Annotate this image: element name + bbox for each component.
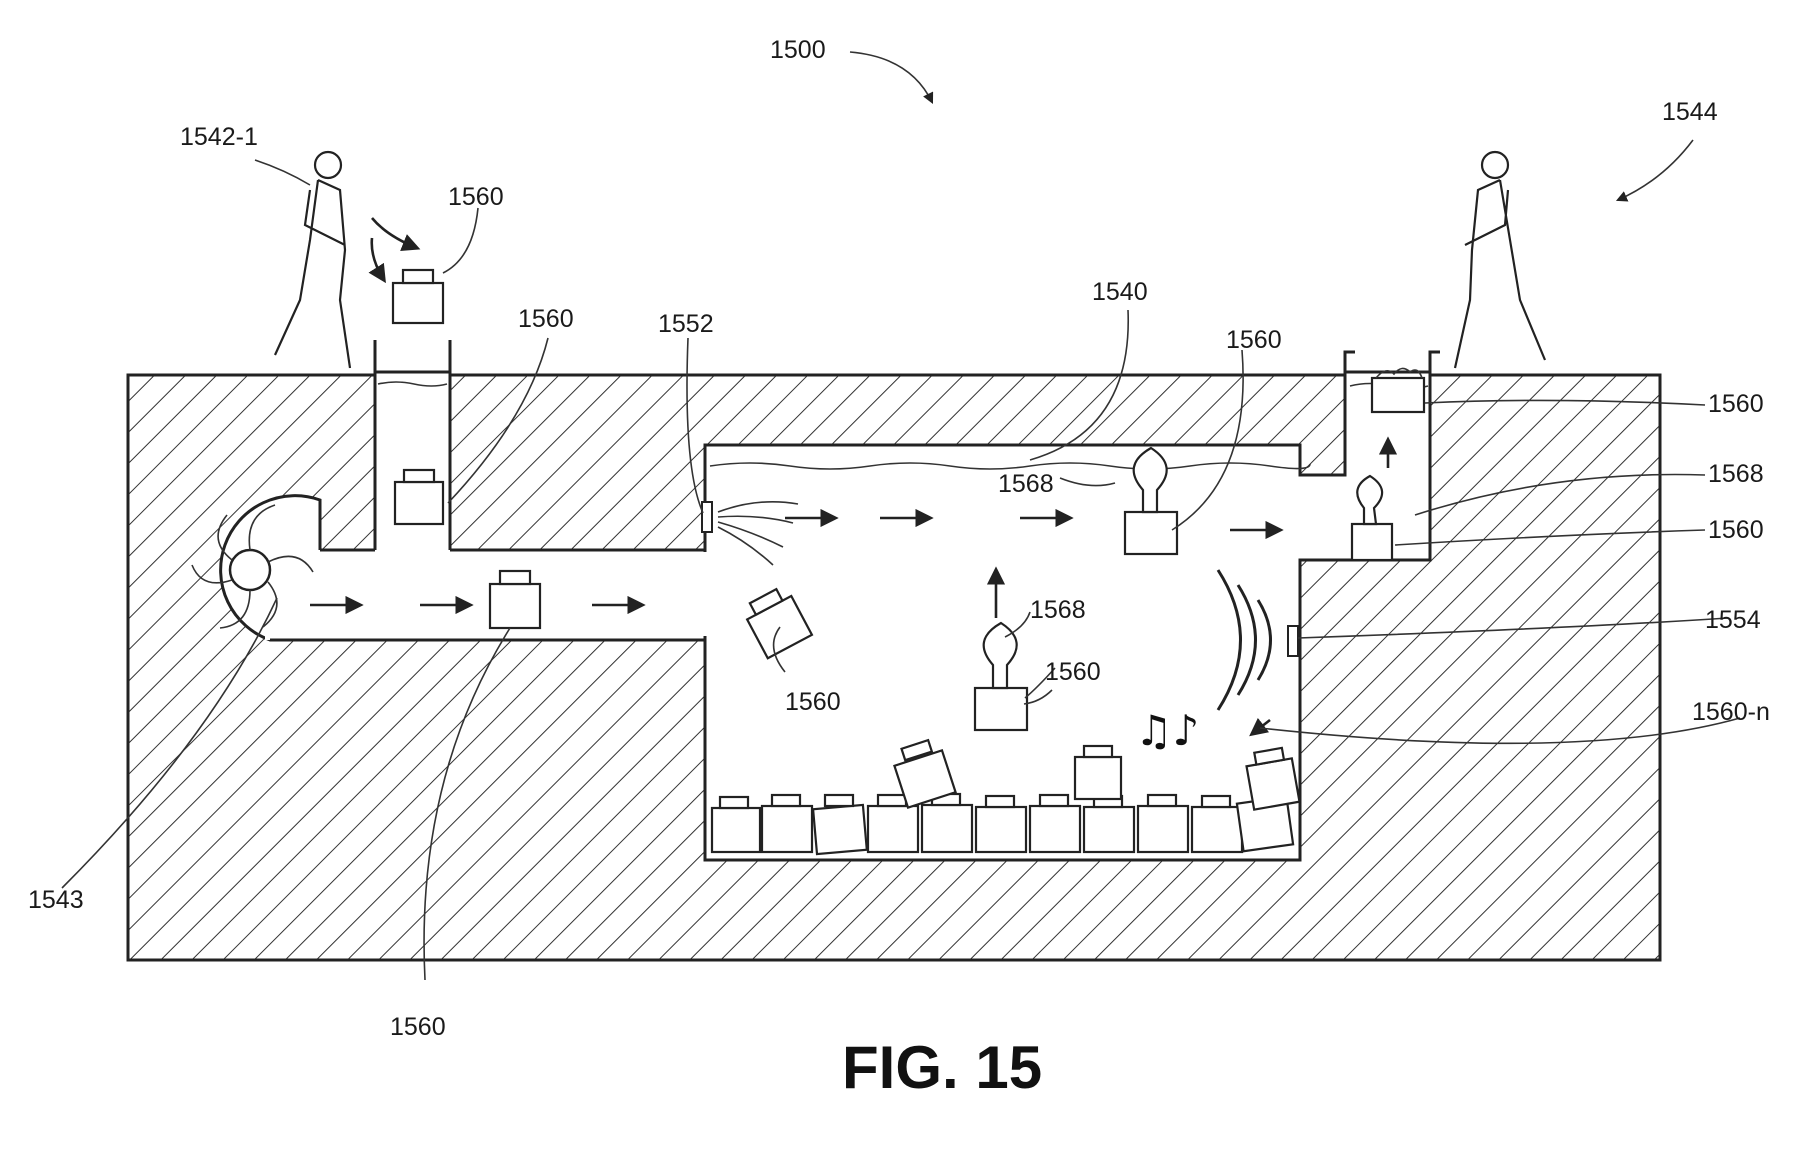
label-facility: 1544 [1662,98,1718,126]
nozzle-spray [701,500,799,566]
label-tumbling-item: 1560 [785,688,841,716]
exit-item-upper-icon [1370,367,1426,414]
music-notes-icon: ♫♪ [1135,706,1199,755]
label-balloon-mid: 1568 [1030,596,1086,624]
water-surface-tank [709,462,1311,470]
label-floating-item: 1560 [1045,658,1101,686]
label-dropped-item: 1560 [448,183,504,211]
label-balloon-surface: 1568 [998,470,1054,498]
items [391,268,1426,856]
flow-arrows [310,217,1398,737]
label-sensor: 1554 [1705,606,1761,634]
label-fan: 1543 [28,886,84,914]
item-pile [710,738,1301,856]
label-pile-item: 1560-n [1692,698,1770,726]
figure-caption: FIG. 15 [842,1034,1042,1101]
sensor-icon [1216,569,1299,711]
person-icon [273,150,352,369]
exit-item-lower-icon [1350,474,1394,562]
label-inlet-nozzle: 1552 [658,310,714,338]
person-icon [1453,150,1547,369]
chute-item-icon [393,468,445,526]
label-person: 1542-1 [180,123,258,151]
channel-item-icon [488,569,542,630]
reference-labels: 1500 1542-1 1544 1560 1560 1552 1540 156… [28,36,1770,1041]
balloon-item-icon [973,621,1029,732]
label-tank: 1540 [1092,278,1148,306]
label-balloon-item: 1560 [1226,326,1282,354]
cavities [219,340,1440,862]
label-exit-item-lower: 1560 [1708,516,1764,544]
water-surface-chute [377,381,448,387]
horizontal-channel [265,550,705,640]
label-system: 1500 [770,36,826,64]
label-balloon-exit: 1568 [1708,460,1764,488]
label-chute-item: 1560 [518,305,574,333]
fan-icon [191,504,314,629]
dropped-item-icon [391,268,445,325]
floating-item-icon [1123,446,1179,556]
label-exit-item-upper: 1560 [1708,390,1764,418]
label-channel-item: 1560 [390,1013,446,1041]
leader-lines [61,51,1741,981]
